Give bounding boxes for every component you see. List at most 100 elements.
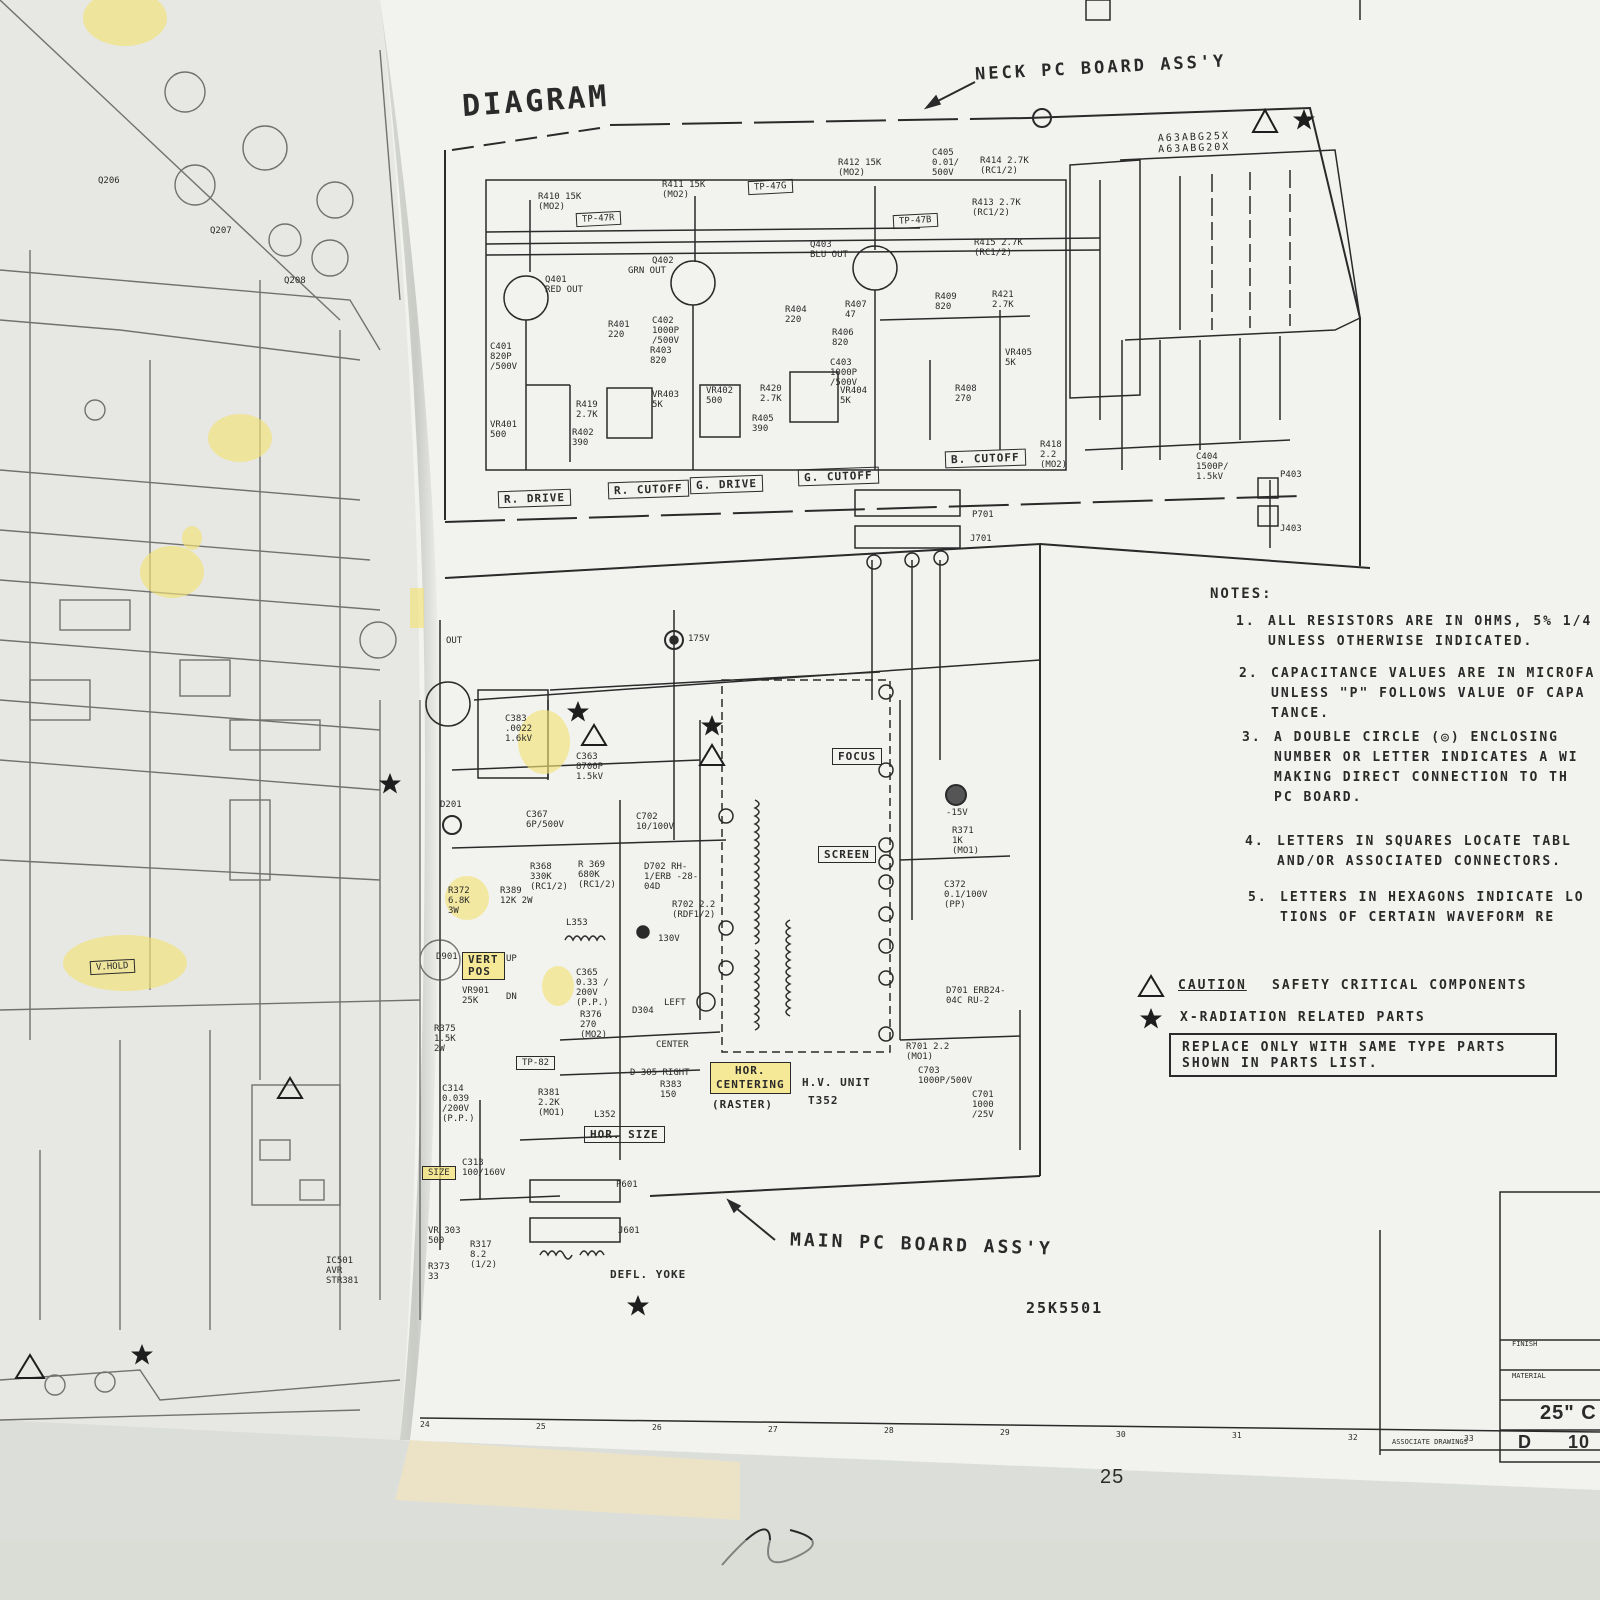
j403-label: J403 [1280, 524, 1302, 534]
replace-line2: SHOWN IN PARTS LIST. [1182, 1056, 1379, 1071]
finish-label: FINISH [1512, 1340, 1538, 1348]
d201-label: D201 [440, 800, 462, 810]
grid-number: 33 [1464, 1434, 1474, 1444]
replace-line1: REPLACE ONLY WITH SAME TYPE PARTS [1182, 1040, 1507, 1055]
tp-82: TP-82 [516, 1056, 556, 1070]
r402-label: R402 390 [572, 428, 594, 448]
c365-label: C365 0.33 / 200V (P.P.) [576, 968, 609, 1008]
vert-pos-line2: POS [468, 965, 491, 978]
hor-centering-label: HOR. CENTERING [710, 1062, 791, 1094]
q402-desc: GRN OUT [628, 266, 666, 276]
grid-number: 24 [420, 1420, 430, 1429]
vr402-label: VR402 500 [706, 386, 734, 406]
right-page [380, 0, 1600, 1490]
defl-yoke-label: DEFL. YOKE [610, 1268, 687, 1281]
r410-label: R410 15K (MO2) [538, 192, 582, 212]
note-number: 1. [1236, 614, 1256, 629]
q403-desc: BLU OUT [810, 250, 848, 260]
r419-label: R419 2.7K [576, 400, 598, 420]
d702-label: D702 RH-1/ERB -28-04D [644, 862, 699, 892]
r702-label: R702 2.2 (RDF1/2) [672, 900, 716, 920]
q208-label: Q208 [284, 276, 306, 286]
q401-desc: RED OUT [545, 285, 583, 295]
q206-label: Q206 [98, 176, 120, 186]
caution-label: CAUTION [1178, 978, 1247, 993]
note-line: UNLESS "P" FOLLOWS VALUE OF CAPA [1271, 686, 1586, 701]
r401-label: R401 220 [608, 320, 630, 340]
up-label: UP [506, 954, 517, 964]
focus-label: FOCUS [832, 748, 883, 765]
d304-label: D304 [632, 1006, 654, 1016]
c401-label: C401 820P /500V [490, 342, 518, 372]
hor-size-label: HOR. SIZE [584, 1126, 665, 1143]
grid-number: 25 [536, 1421, 546, 1431]
p403-label: P403 [1280, 470, 1302, 480]
vr403-label: VR403 5K [652, 390, 680, 410]
vhold-label: V.HOLD [89, 958, 135, 976]
j701-label: J701 [970, 534, 992, 544]
l352-label: L352 [594, 1110, 616, 1120]
r403-label: R403 820 [650, 346, 672, 366]
note-line: TANCE. [1271, 706, 1330, 721]
vout-label: OUT [446, 636, 463, 646]
r408-label: R408 270 [955, 384, 977, 404]
r389-label: R389 12K 2W [500, 886, 533, 906]
bottom-shadow [0, 1540, 1600, 1600]
note-line: NUMBER OR LETTER INDICATES A WI [1274, 750, 1579, 765]
vr901-label: VR901 25K [462, 986, 490, 1006]
c372-label: C372 0.1/100V (PP) [944, 880, 988, 910]
note-line: A DOUBLE CIRCLE (◎) ENCLOSING [1274, 730, 1559, 745]
note-number: 3. [1242, 730, 1262, 745]
associate-drawings: ASSOCIATE DRAWINGS [1392, 1438, 1468, 1446]
hv-unit-part-label: T352 [808, 1094, 839, 1107]
hv-unit-label: H.V. UNIT [802, 1076, 871, 1089]
note-line: PC BOARD. [1274, 790, 1363, 805]
c702-label: C702 10/100V [636, 812, 674, 832]
r373-label: R373 33 [428, 1262, 450, 1282]
r-drive-label: R. DRIVE [497, 488, 572, 509]
note-number: 4. [1245, 834, 1265, 849]
circuit-traces [419, 0, 1600, 1463]
r369-label: R 369 680K (RC1/2) [578, 860, 616, 890]
left-page-schematic [0, 0, 461, 1421]
page-number: 25 [1100, 1466, 1125, 1488]
caution-text: SAFETY CRITICAL COMPONENTS [1272, 978, 1528, 993]
r404-label: R404 220 [785, 305, 807, 325]
material-label: MATERIAL [1512, 1372, 1546, 1380]
grid-number: 30 [1116, 1429, 1126, 1439]
q402-ref: Q402 [652, 256, 674, 266]
page-gutter [380, 0, 440, 1440]
r413-label: R413 2.7K (RC1/2) [972, 198, 1021, 218]
c367-label: C367 6P/500V [526, 810, 564, 830]
grid-number: 31 [1232, 1431, 1242, 1441]
hor-centering-line2: CENTERING [716, 1078, 785, 1091]
d901-label: D901 [436, 952, 458, 962]
tab-paper [395, 1440, 740, 1520]
hor-centering-line1: HOR. [735, 1064, 766, 1077]
c402-label: C402 1000P /500V [652, 316, 680, 346]
r409-label: R409 820 [935, 292, 957, 312]
vr303-label: VR 303 500 [428, 1226, 461, 1246]
d305-label: D 305 RIGHT [630, 1068, 690, 1078]
dn-label: DN [506, 992, 517, 1002]
grid-number: 28 [884, 1426, 894, 1436]
q401-ref: Q401 [545, 275, 567, 285]
title-block-name: 25" C [1540, 1402, 1597, 1424]
note-line: AND/OR ASSOCIATED CONNECTORS. [1277, 854, 1562, 869]
caution-triangles [14, 107, 1279, 1379]
note-line: CAPACITANCE VALUES ARE IN MICROFA [1271, 666, 1596, 681]
grid-number: 29 [1000, 1428, 1010, 1437]
j601-label: J601 [618, 1226, 640, 1236]
neck-board-outline [444, 106, 1371, 1197]
r376-label: R376 270 (MO2) [580, 1010, 608, 1040]
p601-label: P601 [616, 1180, 638, 1190]
center-label: CENTER [656, 1040, 689, 1050]
note-line: MAKING DIRECT CONNECTION TO TH [1274, 770, 1569, 785]
crt-codes: A63ABG25X A63ABG20X [1158, 131, 1231, 156]
note-item: 3. A DOUBLE CIRCLE (◎) ENCLOSING NUMBER OR… [1242, 728, 1579, 808]
r412-label: R412 15K (MO2) [838, 158, 882, 178]
d701-label: D701 ERB24-04C RU-2 [946, 986, 1006, 1006]
